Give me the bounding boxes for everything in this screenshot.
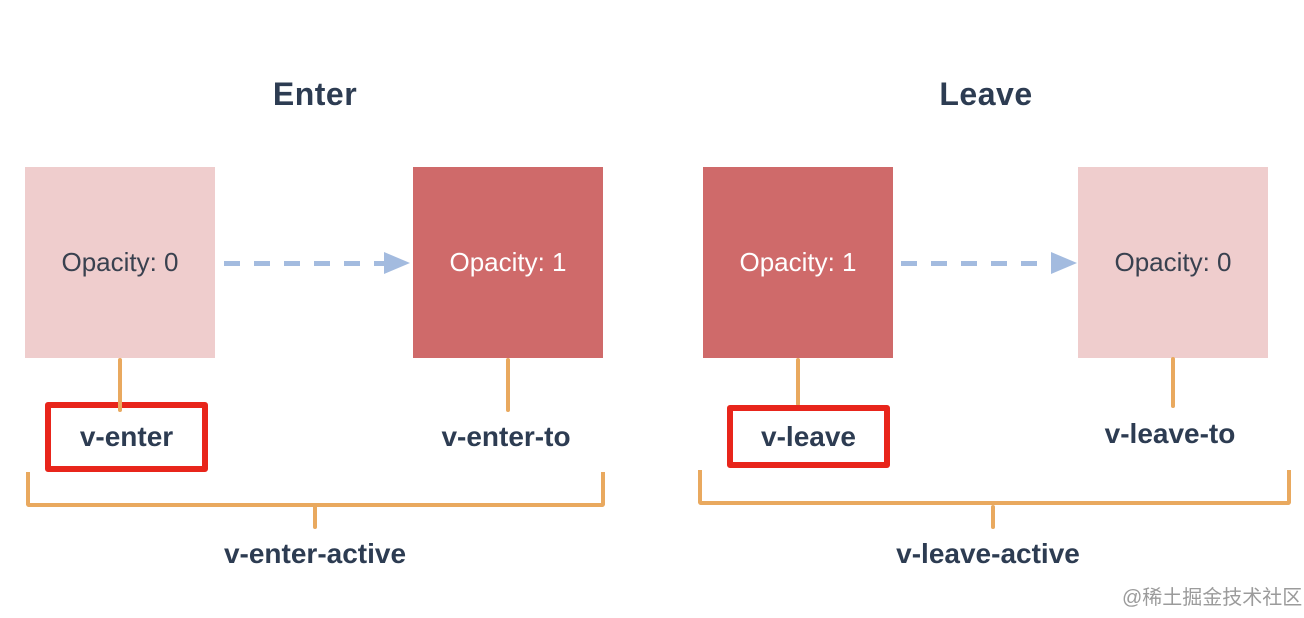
leave-start-connector-line: [796, 358, 800, 406]
enter-transition-arrow-icon: [224, 252, 410, 274]
leave-title: Leave: [939, 76, 1033, 112]
dashed-line: [901, 260, 1051, 266]
leave-end-opacity-label: Opacity: 0: [1114, 247, 1232, 277]
leave-active-bracket: [698, 470, 1291, 505]
enter-start-connector-line: [118, 358, 122, 412]
v-leave-label: v-leave: [761, 420, 856, 452]
v-enter-active-label: v-enter-active: [223, 538, 407, 569]
v-enter-label: v-enter: [79, 421, 174, 452]
leave-start-state-box: Opacity: 1: [703, 167, 893, 358]
v-enter-to-label: v-enter-to: [441, 421, 571, 452]
leave-start-opacity-label: Opacity: 1: [739, 247, 857, 277]
leave-active-bracket-stem: [991, 505, 995, 529]
v-leave-to-label: v-leave-to: [1104, 418, 1236, 449]
watermark: @稀土掘金技术社区: [1122, 587, 1303, 609]
arrowhead-icon: [384, 252, 410, 274]
enter-end-connector-line: [506, 358, 510, 412]
enter-end-state-box: Opacity: 1: [413, 167, 603, 358]
enter-start-opacity-label: Opacity: 0: [61, 247, 179, 277]
enter-active-bracket: [26, 472, 605, 507]
enter-end-opacity-label: Opacity: 1: [449, 247, 567, 277]
v-enter-highlight-box: v-enter: [45, 402, 208, 472]
arrowhead-icon: [1051, 252, 1077, 274]
enter-title: Enter: [272, 76, 358, 112]
enter-active-bracket-stem: [313, 505, 317, 529]
leave-end-connector-line: [1171, 357, 1175, 408]
enter-start-state-box: Opacity: 0: [25, 167, 215, 358]
leave-transition-arrow-icon: [901, 252, 1077, 274]
v-leave-active-label: v-leave-active: [896, 538, 1080, 569]
dashed-line: [224, 260, 384, 266]
leave-end-state-box: Opacity: 0: [1078, 167, 1268, 358]
v-leave-highlight-box: v-leave: [727, 405, 890, 468]
